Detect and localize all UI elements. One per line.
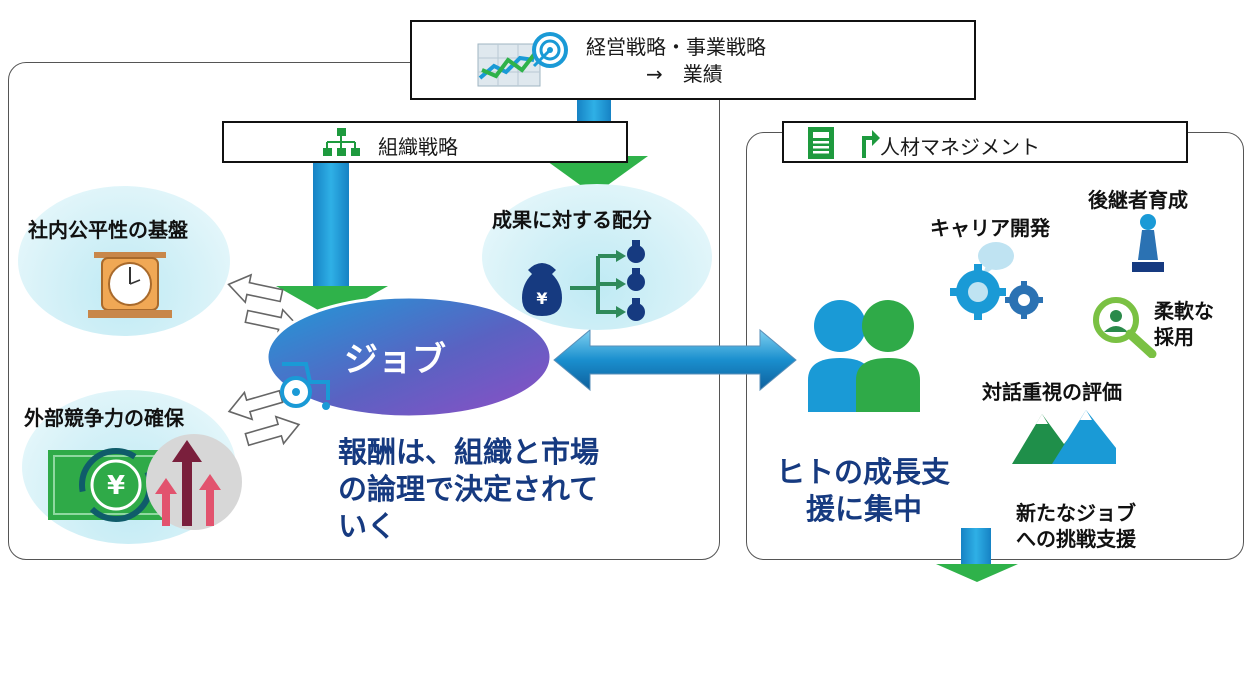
left-summary-line1: 報酬は、組織と市場 <box>338 435 600 469</box>
hiring-line1: 柔軟な <box>1154 299 1214 323</box>
org-strategy-box: 組織戦略 <box>222 121 628 163</box>
top-box-line2: → 業績 <box>646 62 723 86</box>
pawn-icon <box>1132 214 1164 272</box>
org-down-arrow <box>276 162 388 318</box>
double-arrow <box>553 328 797 392</box>
new-job-down-arrow <box>936 528 1018 582</box>
top-box-line1: 経営戦略・事業戦略 <box>586 35 766 59</box>
top-strategy-box: 経営戦略・事業戦略 → 業績 <box>410 20 976 100</box>
svg-text:¥: ¥ <box>536 289 547 308</box>
successor-label: 後継者育成 <box>1088 188 1188 212</box>
hr-management-box: 人材マネジメント <box>782 121 1188 163</box>
mountains-icon <box>1012 410 1116 464</box>
chart-target-icon <box>474 30 570 95</box>
left-summary-line2: の論理で決定されて <box>338 472 599 507</box>
magnifier-person-icon <box>1093 297 1157 358</box>
hiring-label: 柔軟な 採用 <box>1154 298 1214 350</box>
career-label: キャリア開発 <box>930 216 1050 240</box>
accessibility-icon <box>280 362 330 410</box>
yen-growth-icon: ¥ <box>48 434 242 530</box>
svg-text:¥: ¥ <box>107 471 125 501</box>
fairness-label: 社内公平性の基盤 <box>28 218 188 242</box>
evaluation-label: 対話重視の評価 <box>982 380 1122 404</box>
left-summary-line3: いく <box>338 509 397 544</box>
distribution-label: 成果に対する配分 <box>492 208 652 232</box>
gears-icon <box>950 242 1043 320</box>
org-strategy-label: 組織戦略 <box>378 135 458 159</box>
right-summary-line1: ヒトの成長支 <box>776 455 951 489</box>
right-summary-line2: 援に集中 <box>806 492 923 527</box>
document-arrow-icon <box>806 126 880 165</box>
left-summary: 報酬は、組織と市場 の論理で決定されて いく <box>338 434 599 545</box>
org-chart-icon <box>322 127 360 164</box>
scale-icon <box>88 252 172 318</box>
new-job-line1: 新たなジョブ <box>1016 501 1136 525</box>
people-icon <box>808 300 920 412</box>
job-label: ジョブ <box>344 340 446 380</box>
right-summary: ヒトの成長支 援に集中 <box>776 454 950 528</box>
job-ellipse <box>265 295 553 419</box>
new-job-label: 新たなジョブ への挑戦支援 <box>1016 500 1136 552</box>
competitiveness-label: 外部競争力の確保 <box>24 406 184 430</box>
new-job-line2: への挑戦支援 <box>1016 527 1136 551</box>
money-bag-icon: ¥ <box>522 240 645 321</box>
hiring-line2: 採用 <box>1154 325 1194 349</box>
hr-management-label: 人材マネジメント <box>880 135 1040 159</box>
